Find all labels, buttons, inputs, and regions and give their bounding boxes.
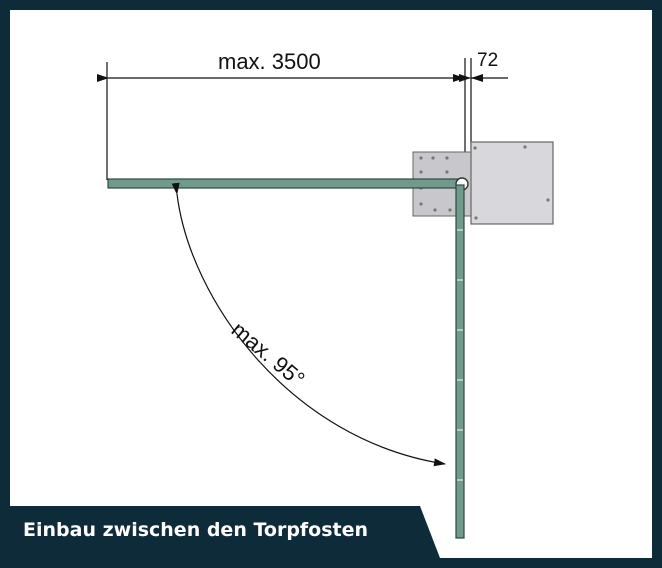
gate-bar-segments (457, 229, 463, 481)
length-dimension-label: max. 3500 (218, 49, 321, 74)
swing-angle-arc (171, 182, 446, 467)
swing-angle-label: max. 95° (227, 317, 310, 392)
caption-banner: Einbau zwischen den Torpfosten (10, 506, 440, 558)
motor-screws (473, 145, 550, 220)
diagram-panel: max. 3500 72 (10, 10, 652, 558)
gate-bar-closed (107, 178, 466, 189)
motor-housing (470, 141, 554, 225)
gate-installation-diagram: max. 3500 72 (97, 49, 554, 539)
gate-bar-open (455, 184, 465, 539)
caption-text: Einbau zwischen den Torpfosten (23, 519, 369, 541)
offset-dimension-label: 72 (477, 50, 498, 71)
